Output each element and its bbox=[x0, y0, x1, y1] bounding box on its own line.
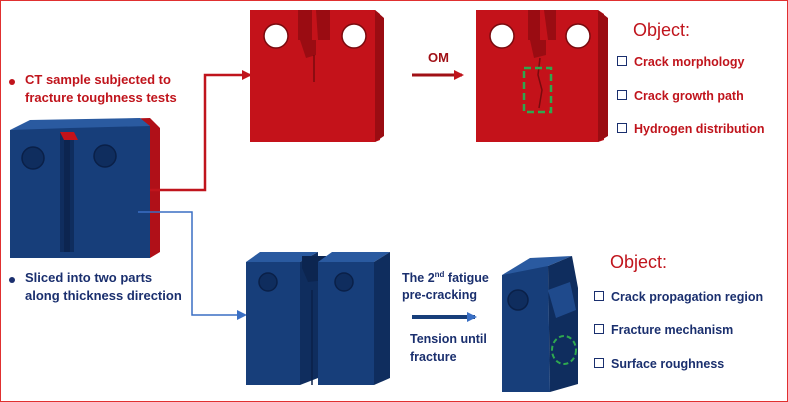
bottom-item-1: Crack propagation region bbox=[594, 290, 763, 304]
checkbox-icon bbox=[594, 358, 604, 368]
checkbox-icon bbox=[617, 123, 627, 133]
bullet-navy bbox=[9, 277, 15, 283]
fractured-half bbox=[502, 256, 578, 392]
label-tension-line1: Tension until bbox=[410, 332, 487, 346]
bottom-object-title: Object: bbox=[610, 252, 668, 272]
top-item-1: Crack morphology bbox=[617, 55, 744, 69]
connector-arrow-top bbox=[150, 70, 252, 192]
bullet-red bbox=[9, 79, 15, 85]
bottom-item-3: Surface roughness bbox=[594, 357, 724, 371]
label-ct-line2: fracture toughness tests bbox=[25, 90, 177, 105]
label-fatigue-line1: The 2nd fatigue bbox=[402, 270, 489, 286]
top-item-2: Crack growth path bbox=[617, 89, 744, 103]
label-fatigue-line2: pre-cracking bbox=[402, 288, 478, 302]
blue-block-sliced bbox=[246, 252, 390, 385]
checkbox-icon bbox=[617, 90, 627, 100]
ct-sample-left bbox=[10, 118, 160, 258]
label-sliced-line2: along thickness direction bbox=[25, 288, 182, 303]
connector-arrow-bottom bbox=[138, 211, 247, 320]
checkbox-icon bbox=[617, 56, 627, 66]
checkbox-icon bbox=[594, 291, 604, 301]
checkbox-icon bbox=[594, 324, 604, 334]
red-block-1 bbox=[250, 10, 384, 142]
top-item-3: Hydrogen distribution bbox=[617, 122, 765, 136]
label-om: OM bbox=[428, 50, 449, 65]
top-object-title: Object: bbox=[633, 20, 691, 40]
label-tension-line2: fracture bbox=[410, 350, 457, 364]
fracture-highlight bbox=[551, 335, 577, 365]
label-ct-line1: CT sample subjected to bbox=[25, 72, 171, 87]
crack-highlight-box bbox=[522, 66, 553, 114]
label-sliced-line1: Sliced into two parts bbox=[25, 270, 153, 285]
bottom-item-2: Fracture mechanism bbox=[594, 323, 733, 337]
red-block-2 bbox=[476, 10, 608, 142]
